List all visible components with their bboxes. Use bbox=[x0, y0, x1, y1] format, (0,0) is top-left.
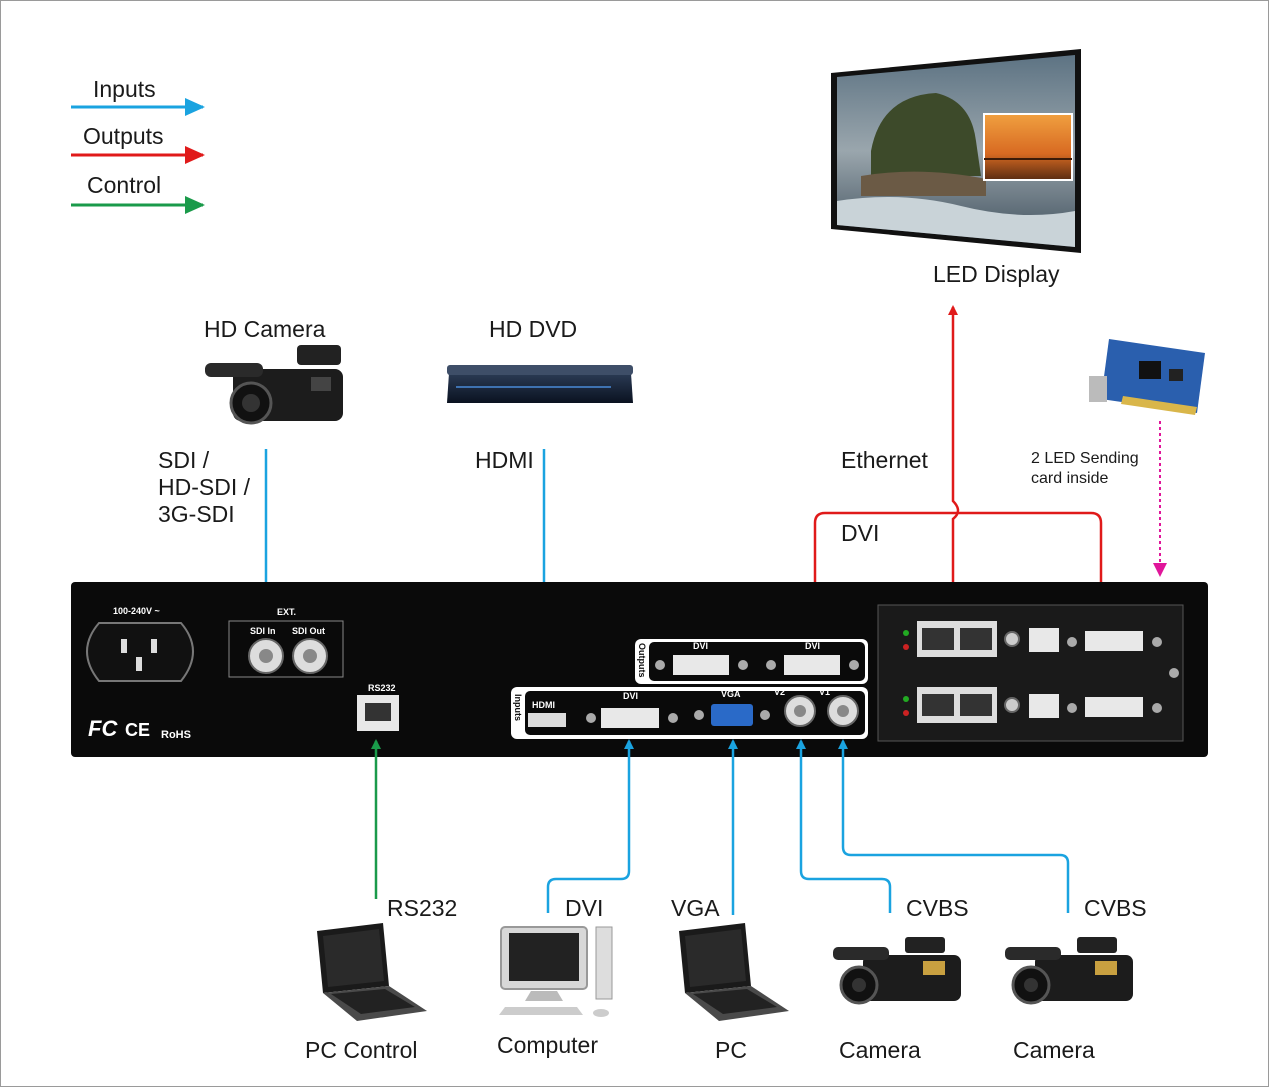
power-label: 100-240V ~ bbox=[113, 606, 160, 616]
computer-desktop-image bbox=[499, 926, 613, 1017]
dvi-output-label: DVI bbox=[841, 520, 879, 546]
rohs-mark: RoHS bbox=[161, 729, 191, 741]
camera-1-label: Camera bbox=[839, 1037, 921, 1063]
dvi-in-port-label: DVI bbox=[623, 691, 638, 701]
sending-card-label-line1: 2 LED Sending bbox=[1031, 450, 1139, 467]
hd-camera-label: HD Camera bbox=[204, 316, 326, 342]
output-dvi-2-port[interactable] bbox=[784, 655, 840, 675]
card1-usb-port[interactable] bbox=[1029, 628, 1059, 652]
ext-label: EXT. bbox=[277, 607, 296, 617]
camera-2-label: Camera bbox=[1013, 1037, 1095, 1063]
dvi-input-wire bbox=[546, 739, 634, 913]
card2-dvi-port[interactable] bbox=[1085, 697, 1143, 717]
led-display-label: LED Display bbox=[933, 261, 1060, 287]
legend-inputs-arrowhead bbox=[185, 98, 205, 116]
hdmi-port-label: HDMI bbox=[532, 700, 555, 710]
card1-dvi-port[interactable] bbox=[1085, 631, 1143, 651]
cvbs-1-label: CVBS bbox=[906, 895, 969, 921]
dvi-loop-wire bbox=[813, 511, 1106, 639]
camera-1-image bbox=[833, 937, 961, 1005]
dvi-in-port[interactable] bbox=[601, 708, 659, 728]
ethernet-label: Ethernet bbox=[841, 447, 929, 473]
computer-label: Computer bbox=[497, 1032, 598, 1058]
vga-port-label: VGA bbox=[721, 689, 741, 699]
outputs-tag: Outputs bbox=[637, 643, 647, 678]
inputs-tag: Inputs bbox=[513, 694, 523, 721]
hd-dvd-image bbox=[447, 365, 633, 403]
vga-port[interactable] bbox=[711, 704, 753, 726]
legend-inputs-label: Inputs bbox=[93, 76, 156, 102]
output-dvi-1-label: DVI bbox=[693, 641, 708, 651]
hd-camera-image bbox=[205, 345, 343, 425]
video-processor-back-panel: 100-240V ~ FC CE RoHS EXT. SDI In SDI Ou… bbox=[71, 582, 1208, 757]
sdi-out-label: SDI Out bbox=[292, 626, 325, 636]
hd-dvd-label: HD DVD bbox=[489, 316, 577, 342]
hdmi-label: HDMI bbox=[475, 447, 534, 473]
legend-outputs-label: Outputs bbox=[83, 123, 164, 149]
pc-control-label: PC Control bbox=[305, 1037, 417, 1063]
cvbs-2-input-wire bbox=[838, 739, 1070, 913]
output-dvi-2-label: DVI bbox=[805, 641, 820, 651]
pc-laptop-image bbox=[679, 923, 789, 1021]
legend-control-arrowhead bbox=[185, 196, 205, 214]
power-inlet[interactable] bbox=[86, 622, 194, 682]
sdi-label-line1: SDI / bbox=[158, 447, 210, 473]
legend-outputs-arrowhead bbox=[185, 146, 205, 164]
cvbs-2-label: CVBS bbox=[1084, 895, 1147, 921]
legend: Inputs Outputs Control bbox=[71, 76, 205, 214]
hdmi-port[interactable] bbox=[528, 713, 566, 727]
ethernet-output-wire bbox=[948, 305, 960, 619]
card2-usb-port[interactable] bbox=[1029, 694, 1059, 718]
led-display-image bbox=[831, 49, 1081, 253]
pc-label: PC bbox=[715, 1037, 747, 1063]
pc-control-laptop-image bbox=[317, 923, 427, 1021]
v1-label: V1 bbox=[819, 687, 830, 697]
legend-control-label: Control bbox=[87, 172, 161, 198]
led-sending-card-image bbox=[1089, 339, 1205, 415]
v2-label: V2 bbox=[774, 687, 785, 697]
rs232-port-label: RS232 bbox=[368, 683, 396, 693]
fcc-mark: FC bbox=[88, 716, 118, 741]
vga-input-label: VGA bbox=[671, 895, 720, 921]
output-dvi-1-port[interactable] bbox=[673, 655, 729, 675]
dvi-input-label: DVI bbox=[565, 895, 603, 921]
camera-2-image bbox=[1005, 937, 1133, 1005]
ce-mark: CE bbox=[125, 720, 150, 740]
cvbs-1-input-wire bbox=[796, 739, 892, 913]
sdi-label-line3: 3G-SDI bbox=[158, 501, 235, 527]
sdi-in-label: SDI In bbox=[250, 626, 276, 636]
sending-card-label-line2: card inside bbox=[1031, 470, 1108, 487]
sdi-label-line2: HD-SDI / bbox=[158, 474, 251, 500]
rs232-label: RS232 bbox=[387, 895, 457, 921]
